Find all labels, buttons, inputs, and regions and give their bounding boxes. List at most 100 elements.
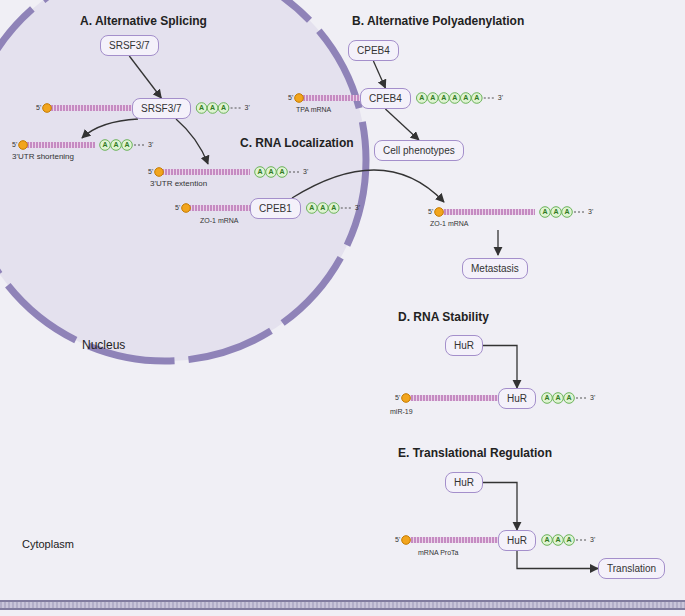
box-text: Translation [607, 563, 656, 574]
poly-a-letter: A [419, 94, 424, 102]
poly-a-bead [471, 93, 482, 104]
poly-a-letter: A [544, 536, 549, 544]
membrane-line [0, 608, 685, 610]
poly-a-bead [553, 393, 564, 404]
mrna-tail-dots [484, 98, 496, 99]
poly-a-letter: A [124, 141, 129, 149]
section-title: A. Alternative Splicing [80, 14, 207, 28]
box-text: HuR [454, 477, 474, 488]
protein-box: HuR [445, 335, 483, 356]
mrna-tail-dots [341, 208, 353, 209]
mrna-strand [410, 395, 502, 401]
prime-end-label: 5' [12, 140, 17, 150]
region-label: Cytoplasm [22, 538, 74, 551]
prime-end-label: 3' [245, 103, 250, 113]
prime-end-label: 5' [288, 93, 293, 103]
poly-a-bead [553, 535, 564, 546]
mrna-cap [435, 208, 444, 217]
membrane-band [0, 601, 685, 609]
poly-a-bead [218, 103, 229, 114]
mrna-name: TPA mRNA [296, 105, 331, 114]
poly-a-bead [306, 203, 317, 214]
poly-a-letter: A [309, 204, 314, 212]
poly-a-letter: A [566, 536, 571, 544]
poly-a-bead [111, 140, 122, 151]
protein-box: HuR [498, 388, 536, 409]
mrna-cap [43, 104, 52, 113]
isoform-label: 3'UTR shortening [12, 152, 74, 162]
poly-a-bead [542, 535, 553, 546]
prime-end-label: 5' [428, 207, 433, 217]
poly-a-letter: A [331, 204, 336, 212]
mrna-cap [402, 536, 411, 545]
outcome-arrow [497, 230, 498, 255]
mrna-tail-dots [231, 108, 243, 109]
mrna-cap [155, 168, 164, 177]
poly-a-letter: A [544, 394, 549, 402]
poly-a-bead [416, 93, 427, 104]
prime-end-label: 3' [588, 207, 593, 217]
splice-arrow [82, 119, 138, 138]
box-text: HuR [454, 340, 474, 351]
poly-a-letter: A [474, 94, 479, 102]
export-arrow [292, 170, 444, 202]
section-title: B. Alternative Polyadenylation [352, 14, 524, 28]
poly-a-bead [196, 103, 207, 114]
prime-end-label: 3' [590, 393, 595, 403]
poly-a-letter: A [564, 208, 569, 216]
mrna-name: mRNA ProTa [418, 548, 458, 557]
protein-box: Translation [598, 558, 665, 579]
poly-a-letter: A [199, 104, 204, 112]
connector-arrow [385, 109, 419, 140]
box-text: SRSF3/7 [109, 40, 150, 51]
poly-a-letter: A [555, 536, 560, 544]
connector-arrow [517, 551, 598, 569]
poly-a-letter: A [320, 204, 325, 212]
mrna-tail-dots [576, 540, 588, 541]
poly-a-bead [542, 393, 553, 404]
protein-box: SRSF3/7 [100, 35, 159, 56]
connector-arrow [483, 483, 517, 531]
mrna-strand [443, 209, 535, 215]
prime-end-label: 5' [395, 535, 400, 545]
mrna-molecule [155, 167, 301, 178]
poly-a-bead [100, 140, 111, 151]
mrna-name: ZO-1 mRNA [200, 216, 239, 225]
poly-a-bead [449, 93, 460, 104]
prime-end-label: 5' [36, 103, 41, 113]
mrna-molecule [182, 203, 353, 214]
poly-a-letter: A [441, 94, 446, 102]
poly-a-bead [540, 207, 551, 218]
region-label: Nucleus [82, 338, 125, 352]
protein-box: HuR [445, 472, 483, 493]
protein-box: CPEB4 [348, 40, 399, 61]
prime-end-label: 3' [590, 535, 595, 545]
poly-a-letter: A [542, 208, 547, 216]
connector-arrow [483, 346, 517, 389]
poly-a-bead [562, 207, 573, 218]
membrane-line [0, 600, 685, 602]
poly-a-bead [266, 167, 277, 178]
poly-a-bead [564, 535, 575, 546]
section-title: E. Translational Regulation [398, 446, 552, 460]
poly-a-letter: A [210, 104, 215, 112]
protein-box: Metastasis [462, 258, 528, 279]
poly-a-letter: A [555, 394, 560, 402]
poly-a-bead [317, 203, 328, 214]
mrna-cap [19, 141, 28, 150]
protein-box: SRSF3/7 [132, 98, 191, 119]
mrna-tail-dots [289, 172, 301, 173]
box-text: Cell phenotypes [383, 145, 455, 156]
mrna-strand [27, 142, 95, 148]
poly-a-bead [427, 93, 438, 104]
mrna-molecule [402, 535, 588, 546]
poly-a-letter: A [113, 141, 118, 149]
prime-end-label: 5' [395, 393, 400, 403]
mrna-strand [51, 105, 136, 111]
poly-a-bead [551, 207, 562, 218]
poly-a-letter: A [257, 168, 262, 176]
isoform-label: 3'UTR extention [150, 179, 207, 189]
poly-a-letter: A [430, 94, 435, 102]
